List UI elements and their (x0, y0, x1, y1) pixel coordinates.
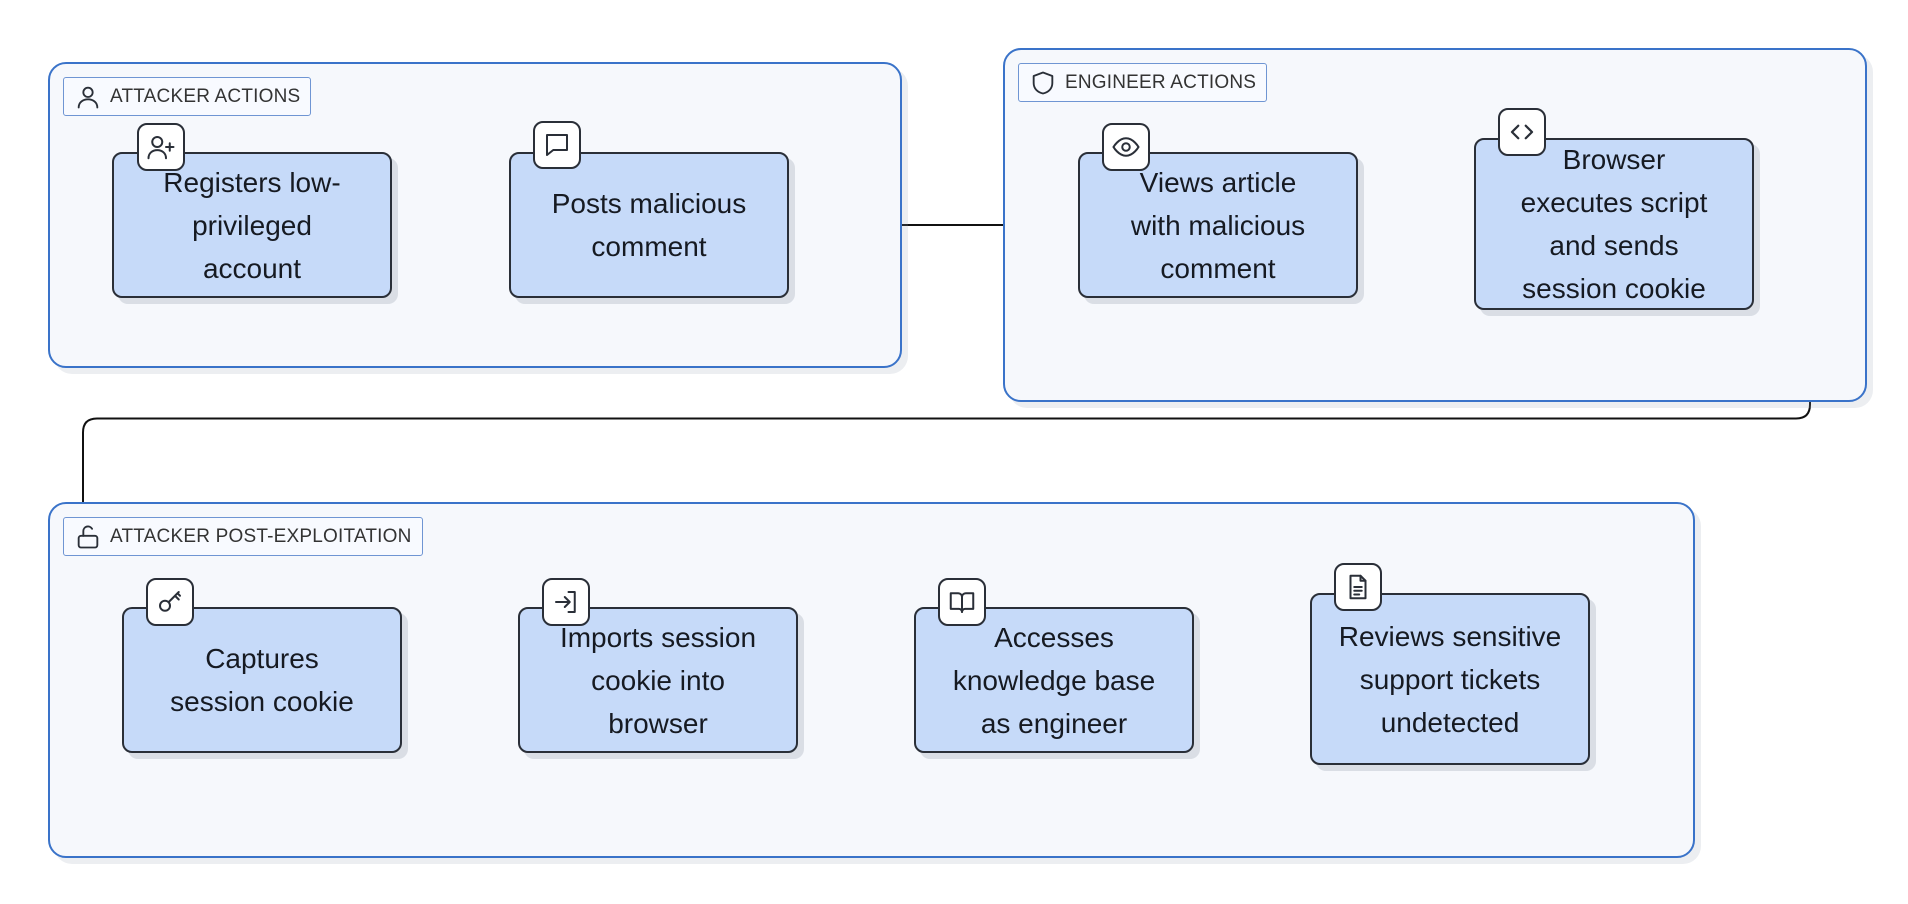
node-captures-cookie: Captures session cookie (122, 607, 402, 753)
key-icon (146, 578, 194, 626)
node-label: Captures session cookie (170, 643, 354, 717)
node-views-article: Views article with malicious comment (1078, 152, 1358, 298)
group-title: ATTACKER ACTIONS (110, 85, 301, 107)
node-label: Registers low-privileged account (163, 166, 341, 284)
book-open-icon (938, 578, 986, 626)
group-title: ENGINEER ACTIONS (1065, 71, 1257, 93)
node-registers-account: Registers low-privileged account (112, 152, 392, 298)
code-icon (1498, 108, 1546, 156)
node-accesses-knowledge-base: Accesses knowledge base as engineer (914, 607, 1194, 753)
node-label: Posts malicious comment (551, 188, 747, 262)
group-label-attacker-actions: ATTACKER ACTIONS (63, 77, 312, 116)
node-label: Imports session cookie into browser (559, 621, 757, 739)
user-icon (77, 86, 99, 108)
node-label: Views article with malicious comment (1130, 166, 1306, 284)
shield-icon (1032, 71, 1054, 94)
log-in-icon (542, 578, 590, 626)
node-posts-comment: Posts malicious comment (509, 152, 789, 298)
message-square-icon (533, 121, 581, 169)
node-label: Accesses knowledge base as engineer (952, 621, 1156, 739)
group-title: ATTACKER POST-EXPLOITATION (110, 525, 412, 547)
group-label-attacker-post-exploitation: ATTACKER POST-EXPLOITATION (63, 517, 423, 556)
node-label: Browser executes script and sends sessio… (1520, 144, 1708, 304)
node-imports-cookie: Imports session cookie into browser (518, 607, 798, 753)
file-text-icon (1334, 563, 1382, 611)
node-reviews-tickets: Reviews sensitive support tickets undete… (1310, 593, 1590, 765)
eye-icon (1102, 123, 1150, 171)
group-label-engineer-actions: ENGINEER ACTIONS (1018, 63, 1268, 102)
node-browser-executes-script: Browser executes script and sends sessio… (1474, 138, 1754, 310)
node-label: Reviews sensitive support tickets undete… (1338, 620, 1562, 738)
lock-open-icon (77, 525, 99, 548)
user-plus-icon (137, 123, 185, 171)
